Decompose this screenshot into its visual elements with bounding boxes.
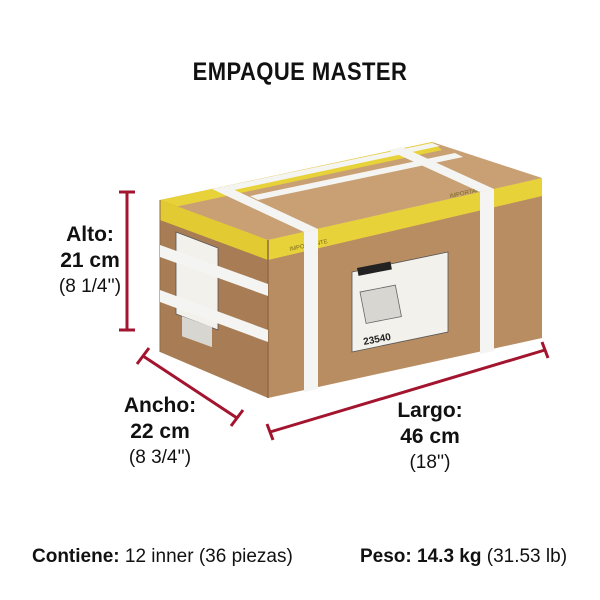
largo-dimension: Largo: 46 cm (18'') bbox=[380, 398, 480, 474]
strap-2-front bbox=[480, 189, 494, 354]
alto-imperial: (8 1/4'') bbox=[58, 275, 122, 297]
box-top-face bbox=[160, 142, 542, 240]
weight-info: Peso: 14.3 kg (31.53 lb) bbox=[360, 546, 567, 568]
ancho-metric: 22 cm bbox=[130, 420, 190, 444]
peso-imperial: (31.53 lb) bbox=[486, 546, 568, 567]
strap-1-front bbox=[304, 229, 318, 392]
ancho-dimension: Ancho: 22 cm (8 3/4'') bbox=[100, 393, 220, 469]
strap-side-1 bbox=[160, 245, 268, 296]
page-title: EMPAQUE MASTER bbox=[192, 58, 408, 86]
strap-1-top bbox=[212, 186, 318, 232]
alto-label: Alto: bbox=[66, 223, 114, 246]
largo-dimension-line bbox=[265, 341, 550, 441]
contiene-value: 12 inner (36 piezas) bbox=[124, 546, 293, 567]
box-tape-front bbox=[268, 178, 542, 260]
alto-metric: 21 cm bbox=[60, 249, 120, 273]
largo-label: Largo: bbox=[397, 399, 463, 422]
label-code: 23540 bbox=[362, 332, 392, 348]
strap-side-2 bbox=[160, 290, 268, 342]
ancho-imperial: (8 3/4'') bbox=[128, 446, 192, 468]
largo-metric: 46 cm bbox=[400, 425, 460, 449]
peso-label: Peso: bbox=[360, 546, 412, 567]
strap-top-long-1 bbox=[226, 143, 440, 190]
alto-dimension: Alto: 21 cm (8 1/4'') bbox=[40, 222, 140, 298]
largo-imperial: (18'') bbox=[409, 451, 451, 473]
box-tape-side bbox=[160, 200, 268, 260]
box-front-label bbox=[351, 251, 449, 353]
ancho-label: Ancho: bbox=[123, 394, 197, 417]
contents-info: Contiene: 12 inner (36 piezas) bbox=[32, 546, 293, 568]
ancho-dimension-line bbox=[135, 347, 245, 427]
brand-logo bbox=[357, 261, 392, 276]
peso-value: 14.3 kg bbox=[417, 546, 482, 567]
alto-dimension-line bbox=[119, 190, 135, 332]
label-drawing bbox=[359, 284, 402, 324]
contiene-label: Contiene: bbox=[32, 546, 120, 567]
strap-2-top bbox=[388, 147, 494, 192]
strap-top-long-2 bbox=[250, 153, 463, 200]
